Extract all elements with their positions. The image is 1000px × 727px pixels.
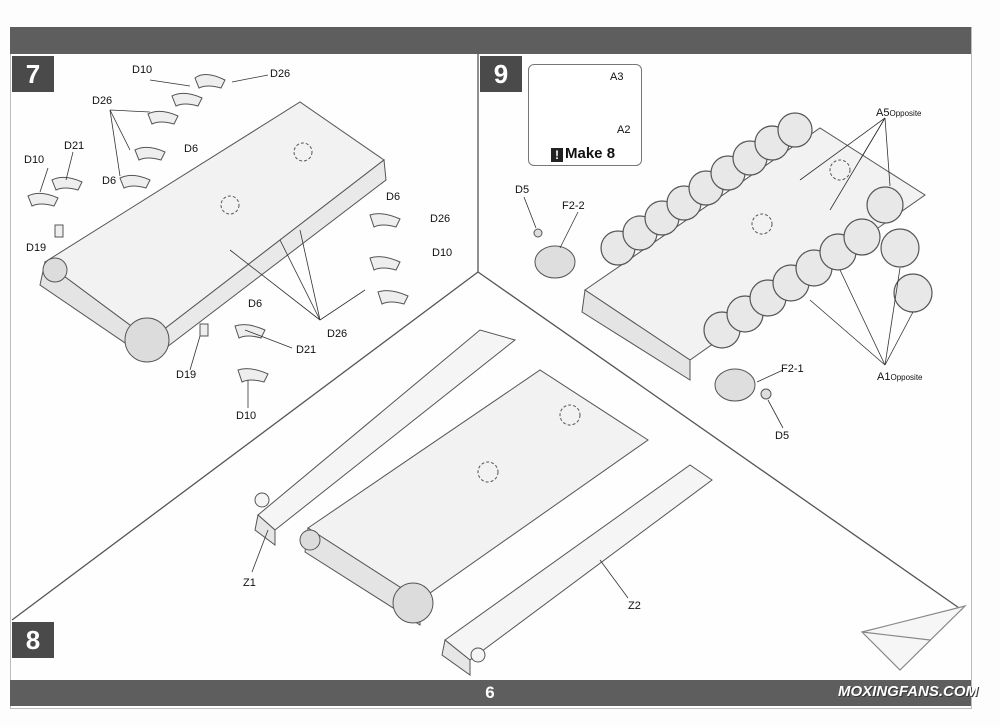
- part-label: Z1: [243, 577, 256, 589]
- part-label: D26: [327, 328, 348, 340]
- make-quantity: !Make 8: [551, 145, 615, 162]
- part-label: D19: [26, 242, 47, 254]
- part-label: D21: [296, 344, 317, 356]
- section-dividers: [11, 54, 963, 621]
- part-label: D6: [102, 175, 117, 187]
- part-label: A1Opposite: [877, 371, 923, 383]
- step-badge-7: 7: [12, 56, 54, 92]
- part-label: D5: [515, 184, 530, 196]
- page-number: 6: [485, 683, 495, 702]
- callout-label: A2: [617, 124, 631, 136]
- watermark-text: MOXINGFANS.COM: [838, 683, 979, 700]
- part-label: D10: [132, 64, 153, 76]
- leader-lines-step8: [251, 529, 629, 599]
- bottom-bar: [10, 680, 971, 706]
- part-label: Z2: [628, 600, 641, 612]
- leader-lines-step7: [39, 74, 366, 408]
- hull-step8: [299, 369, 649, 626]
- part-label: A5Opposite: [876, 107, 922, 119]
- part-label: D26: [92, 95, 113, 107]
- top-bar: [10, 27, 971, 54]
- exclamation-icon: !: [551, 148, 563, 162]
- step-badge-8: 8: [12, 622, 54, 658]
- part-label: D19: [176, 369, 197, 381]
- part-label: D10: [432, 247, 453, 259]
- make-callout-box: A3 A2 !Make 8: [528, 64, 642, 166]
- road-wheels-step9: [600, 112, 933, 349]
- part-label: D6: [248, 298, 263, 310]
- part-label: D21: [64, 140, 85, 152]
- part-label: D10: [24, 154, 45, 166]
- hull-step7: [39, 101, 387, 363]
- sprocket-idler-step9: [533, 228, 772, 402]
- side-plate-z2: [441, 464, 713, 676]
- part-label: D10: [236, 410, 257, 422]
- side-plate-z1: [254, 329, 517, 546]
- part-label: D6: [184, 143, 199, 155]
- part-label: F2-1: [781, 363, 804, 375]
- part-label: D5: [775, 430, 790, 442]
- callout-label: A3: [610, 71, 624, 83]
- paper-plane-logo: [860, 604, 967, 671]
- suspension-arms-step7: [27, 74, 409, 383]
- part-label: F2-2: [562, 200, 585, 212]
- part-label: D26: [430, 213, 451, 225]
- part-label: D6: [386, 191, 401, 203]
- step-badge-9: 9: [480, 56, 522, 92]
- part-label: D26: [270, 68, 291, 80]
- leader-lines-step9: [523, 117, 914, 429]
